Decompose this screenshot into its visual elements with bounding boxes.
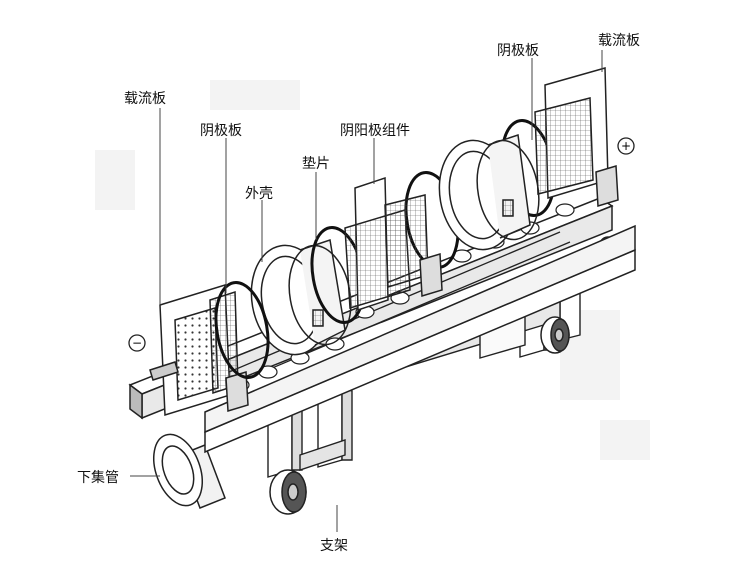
lower-header-pipe [153, 433, 226, 509]
positive-terminal-symbol: + [621, 139, 631, 153]
label-cathode-plate-left: 阴极板 [200, 123, 242, 139]
negative-terminal-icon [128, 334, 146, 352]
leader-lines [130, 50, 603, 532]
label-gasket: 垫片 [302, 156, 330, 172]
right-carrier-plate [534, 67, 619, 207]
left-carrier-plate [149, 283, 249, 417]
label-support-frame: 支架 [320, 538, 348, 554]
negative-terminal-symbol: − [132, 336, 142, 350]
label-anode-cathode-assembly: 阴阳极组件 [340, 123, 410, 139]
label-shell: 外壳 [245, 186, 273, 202]
label-carrier-plate-left: 载流板 [124, 91, 166, 107]
label-cathode-plate-right: 阴极板 [497, 43, 539, 59]
label-carrier-plate-right: 载流板 [598, 33, 640, 49]
label-lower-header: 下集管 [77, 470, 119, 486]
positive-terminal-icon [617, 137, 635, 155]
anode-cathode-assembly [344, 176, 443, 312]
tie-rods [214, 231, 571, 389]
terminals: − + [128, 137, 635, 352]
